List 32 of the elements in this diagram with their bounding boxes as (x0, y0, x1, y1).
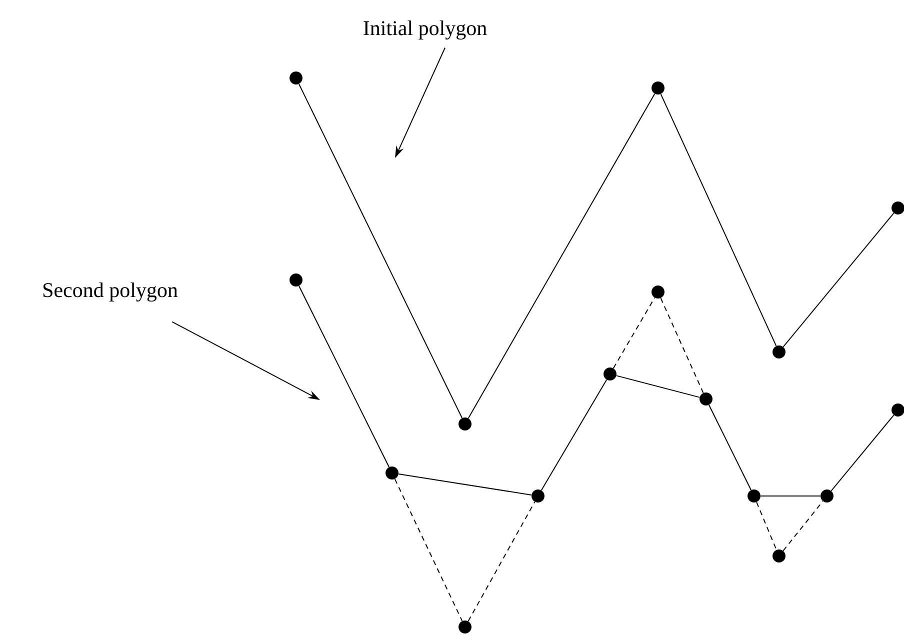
vertex-dot (772, 346, 786, 358)
polygon-edge (782, 212, 894, 348)
vertex-dot (458, 620, 472, 634)
vertex-dot (458, 418, 472, 430)
vertex-dot (652, 82, 664, 94)
dashed-line (756, 502, 777, 550)
vertex-dot (652, 286, 664, 298)
vertex-dot (748, 490, 760, 502)
polygon-edge (468, 93, 656, 419)
polygon-edge (298, 286, 390, 468)
vertex-dot (290, 274, 302, 286)
node-label: Initial polygon (364, 20, 487, 40)
polygon-edge (660, 94, 777, 346)
dashed-line (660, 298, 704, 394)
vertex-dot (386, 466, 398, 480)
dashed-line (782, 500, 824, 552)
polygon-edge (616, 375, 700, 398)
vertex-dot (820, 490, 834, 502)
node-label: Second polygon (43, 282, 178, 302)
polygon-edge (398, 474, 532, 496)
polygon-edge (708, 404, 752, 490)
vertex-dot (700, 392, 712, 406)
polygon-edge (830, 414, 894, 492)
dashed-line (394, 478, 463, 622)
polygon-edge (298, 84, 463, 418)
dashed-line (468, 501, 536, 622)
vertex-dot (532, 490, 544, 502)
vertex-dot (772, 550, 786, 562)
vertex-dot (290, 72, 302, 84)
polygon-edge (540, 379, 608, 491)
vertex-dot (604, 368, 616, 380)
dashed-line (612, 297, 656, 369)
